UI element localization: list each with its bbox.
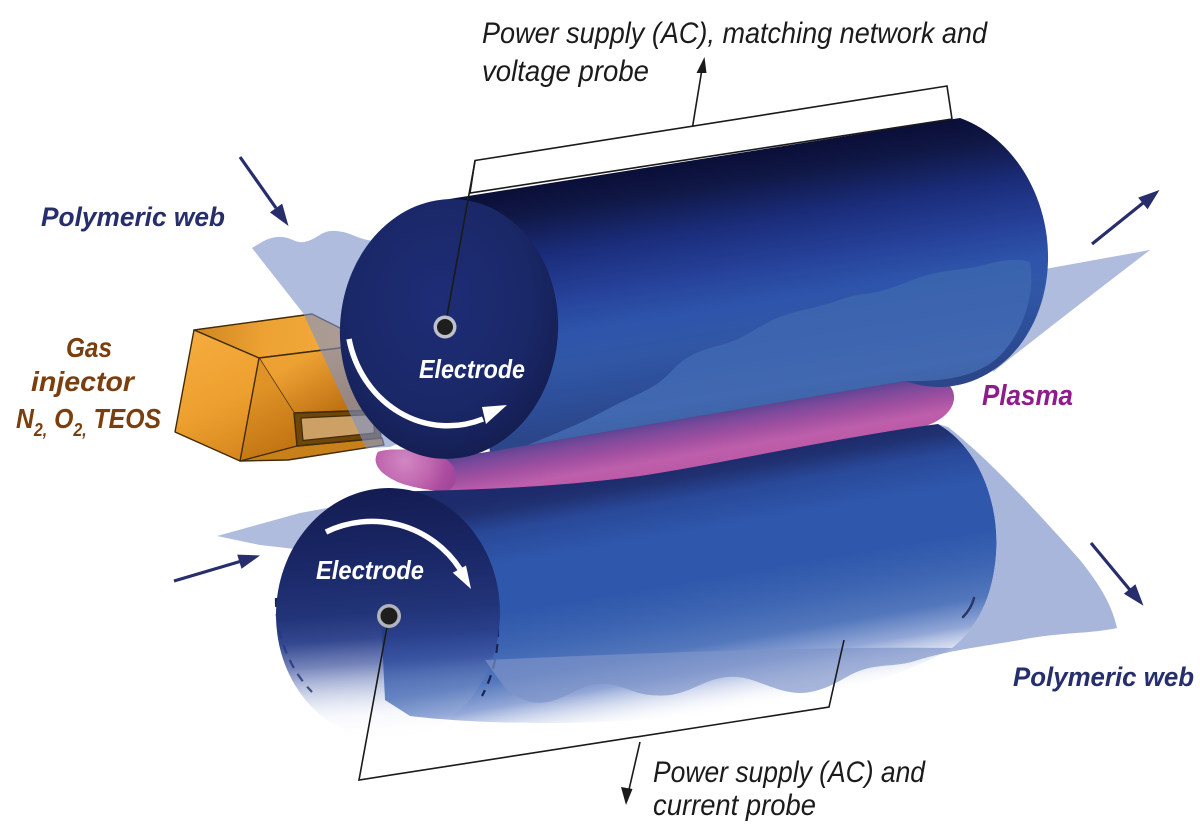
svg-text:Polymeric web: Polymeric web [41,202,225,232]
svg-text:Power supply (AC), matching ne: Power supply (AC), matching network and [482,17,988,50]
svg-text:Plasma: Plasma [982,380,1073,412]
svg-text:injector: injector [31,366,136,397]
svg-text:Electrode: Electrode [316,555,424,585]
svg-text:current probe: current probe [653,789,816,822]
svg-text:voltage probe: voltage probe [482,55,649,88]
svg-text:Power supply (AC) and: Power supply (AC) and [653,756,926,789]
svg-text:Gas: Gas [66,332,112,363]
svg-text:Electrode: Electrode [419,354,525,384]
svg-text:Polymeric web: Polymeric web [1013,662,1194,692]
